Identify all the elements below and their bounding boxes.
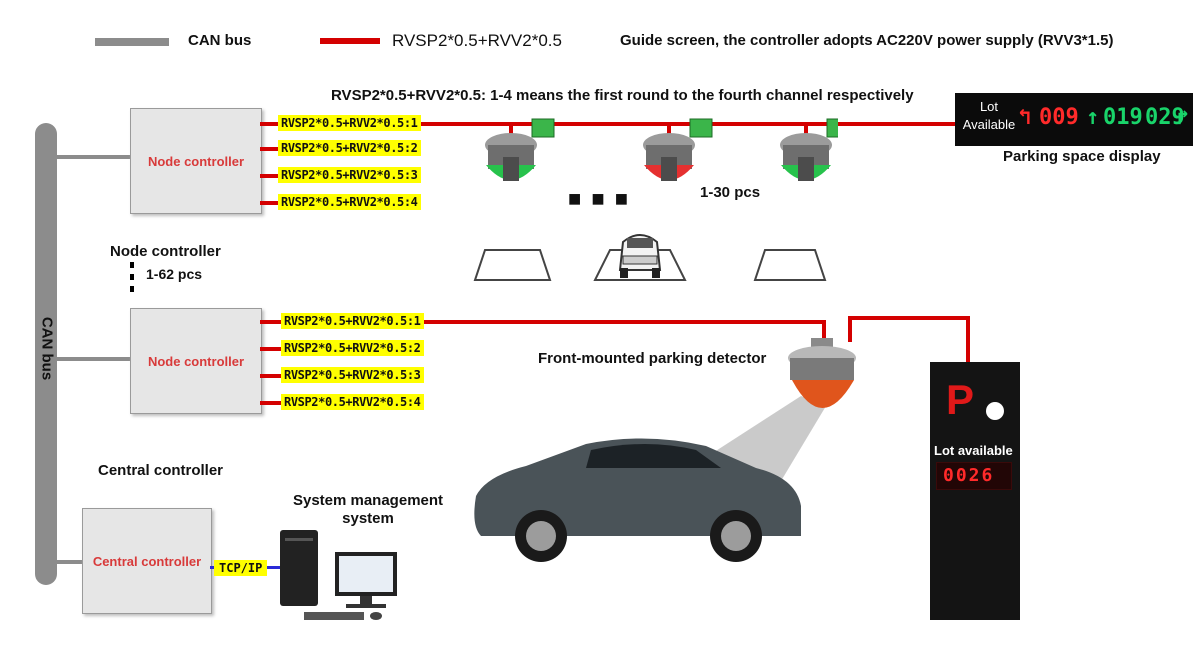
legend-guide-note: Guide screen, the controller adopts AC22… (620, 32, 1114, 49)
front-detector-label: Front-mounted parking detector (538, 350, 767, 367)
sign-white-light-icon (986, 402, 1004, 420)
system-management-line1: System management (292, 492, 444, 509)
node-group-title: Node controller (110, 243, 221, 260)
can-bus-line (35, 123, 57, 585)
display-lot-line2: Available (962, 117, 1016, 132)
ceiling-detector-group (485, 118, 838, 181)
node2-channel-4: RVSP2*0.5+RVV2*0.5:4 (281, 394, 424, 410)
node-controller-1-label: Node controller (147, 153, 245, 169)
cable-sign-drop (966, 316, 970, 362)
cable-node2-ch2 (260, 347, 282, 351)
node-group-dots (130, 262, 134, 296)
display-green-value-1: 019 (1103, 105, 1143, 130)
node-controller-2-label: Node controller (147, 353, 245, 369)
bus-branch-node-1 (57, 155, 131, 159)
central-controller-label: Central controller (92, 553, 202, 569)
node1-channel-4: RVSP2*0.5+RVV2*0.5:4 (278, 194, 421, 210)
display-left-arrow-icon: ↰ (1018, 105, 1032, 130)
detector-green-1-icon (485, 118, 555, 181)
parking-display-caption: Parking space display (1003, 148, 1161, 165)
node2-channel-3: RVSP2*0.5+RVV2*0.5:3 (281, 367, 424, 383)
cable-detector-up (848, 316, 852, 342)
more-detectors-dots: ■ ■ ■ (568, 186, 631, 211)
sign-p-letter: P (946, 376, 975, 423)
can-bus-label: CAN bus (38, 316, 56, 381)
sedan-car-icon (474, 438, 801, 562)
parking-slot-1 (473, 249, 552, 281)
tcp-ip-label: TCP/IP (214, 560, 268, 576)
cable-node1-ch1 (260, 122, 955, 126)
central-controller-title: Central controller (98, 462, 224, 479)
cable-detector-to-sign (848, 316, 970, 320)
node1-channel-2: RVSP2*0.5+RVV2*0.5:2 (278, 140, 421, 156)
display-green-value-2: 029 (1145, 105, 1185, 130)
node-group-count: 1-62 pcs (146, 266, 203, 282)
detectors-count: 1-30 pcs (700, 184, 761, 201)
node2-channel-1: RVSP2*0.5+RVV2*0.5:1 (281, 313, 424, 329)
cable-node2-ch1-drop (822, 320, 826, 342)
bus-branch-node-2 (57, 357, 131, 361)
legend-can-bus-label: CAN bus (188, 32, 252, 49)
detector-green-2-icon (780, 118, 838, 181)
node2-channel-2: RVSP2*0.5+RVV2*0.5:2 (281, 340, 424, 356)
legend-rvsp-swatch (320, 38, 380, 44)
cable-node2-ch3 (260, 374, 282, 378)
bus-branch-central (57, 560, 83, 564)
detector-red-icon (643, 118, 713, 181)
sign-count-display: 0026 (936, 462, 1012, 490)
front-detector-scene (474, 338, 856, 562)
system-management-label: System management system (288, 492, 448, 528)
cable-node2-ch1 (260, 320, 826, 324)
sign-lot-available-label: Lot available (934, 443, 1013, 458)
central-controller-box: Central controller (82, 508, 212, 614)
cable-node1-ch4 (260, 201, 280, 205)
node1-channel-3: RVSP2*0.5+RVV2*0.5:3 (278, 167, 421, 183)
parking-space-display: Lot Available ↰ 009 ↑ 019 029 ↱ (955, 93, 1193, 146)
display-up-arrow-icon: ↑ (1086, 105, 1100, 130)
parking-slots (473, 234, 827, 281)
cable-node1-ch3 (260, 174, 280, 178)
display-red-value: 009 (1039, 105, 1079, 130)
channel-note: RVSP2*0.5+RVV2*0.5: 1-4 means the first … (331, 87, 914, 104)
front-detector-icon (788, 338, 856, 408)
cable-node1-ch2 (260, 147, 280, 151)
parked-car-icon (618, 234, 662, 278)
system-management-line2: system (342, 510, 394, 527)
parking-guidance-sign: P Lot available 0026 (930, 362, 1020, 620)
legend-can-bus-swatch (95, 38, 169, 46)
cable-node2-ch4 (260, 401, 282, 405)
node-controller-1: Node controller (130, 108, 262, 214)
node-controller-2: Node controller (130, 308, 262, 414)
computer-icon (280, 530, 397, 620)
sign-count-value: 0026 (943, 465, 995, 486)
parking-slot-3 (753, 249, 827, 281)
display-lot-line1: Lot (979, 99, 999, 114)
legend-rvsp-label: RVSP2*0.5+RVV2*0.5 (392, 31, 562, 50)
display-right-arrow-icon: ↱ (1177, 105, 1190, 129)
node1-channel-1: RVSP2*0.5+RVV2*0.5:1 (278, 115, 421, 131)
